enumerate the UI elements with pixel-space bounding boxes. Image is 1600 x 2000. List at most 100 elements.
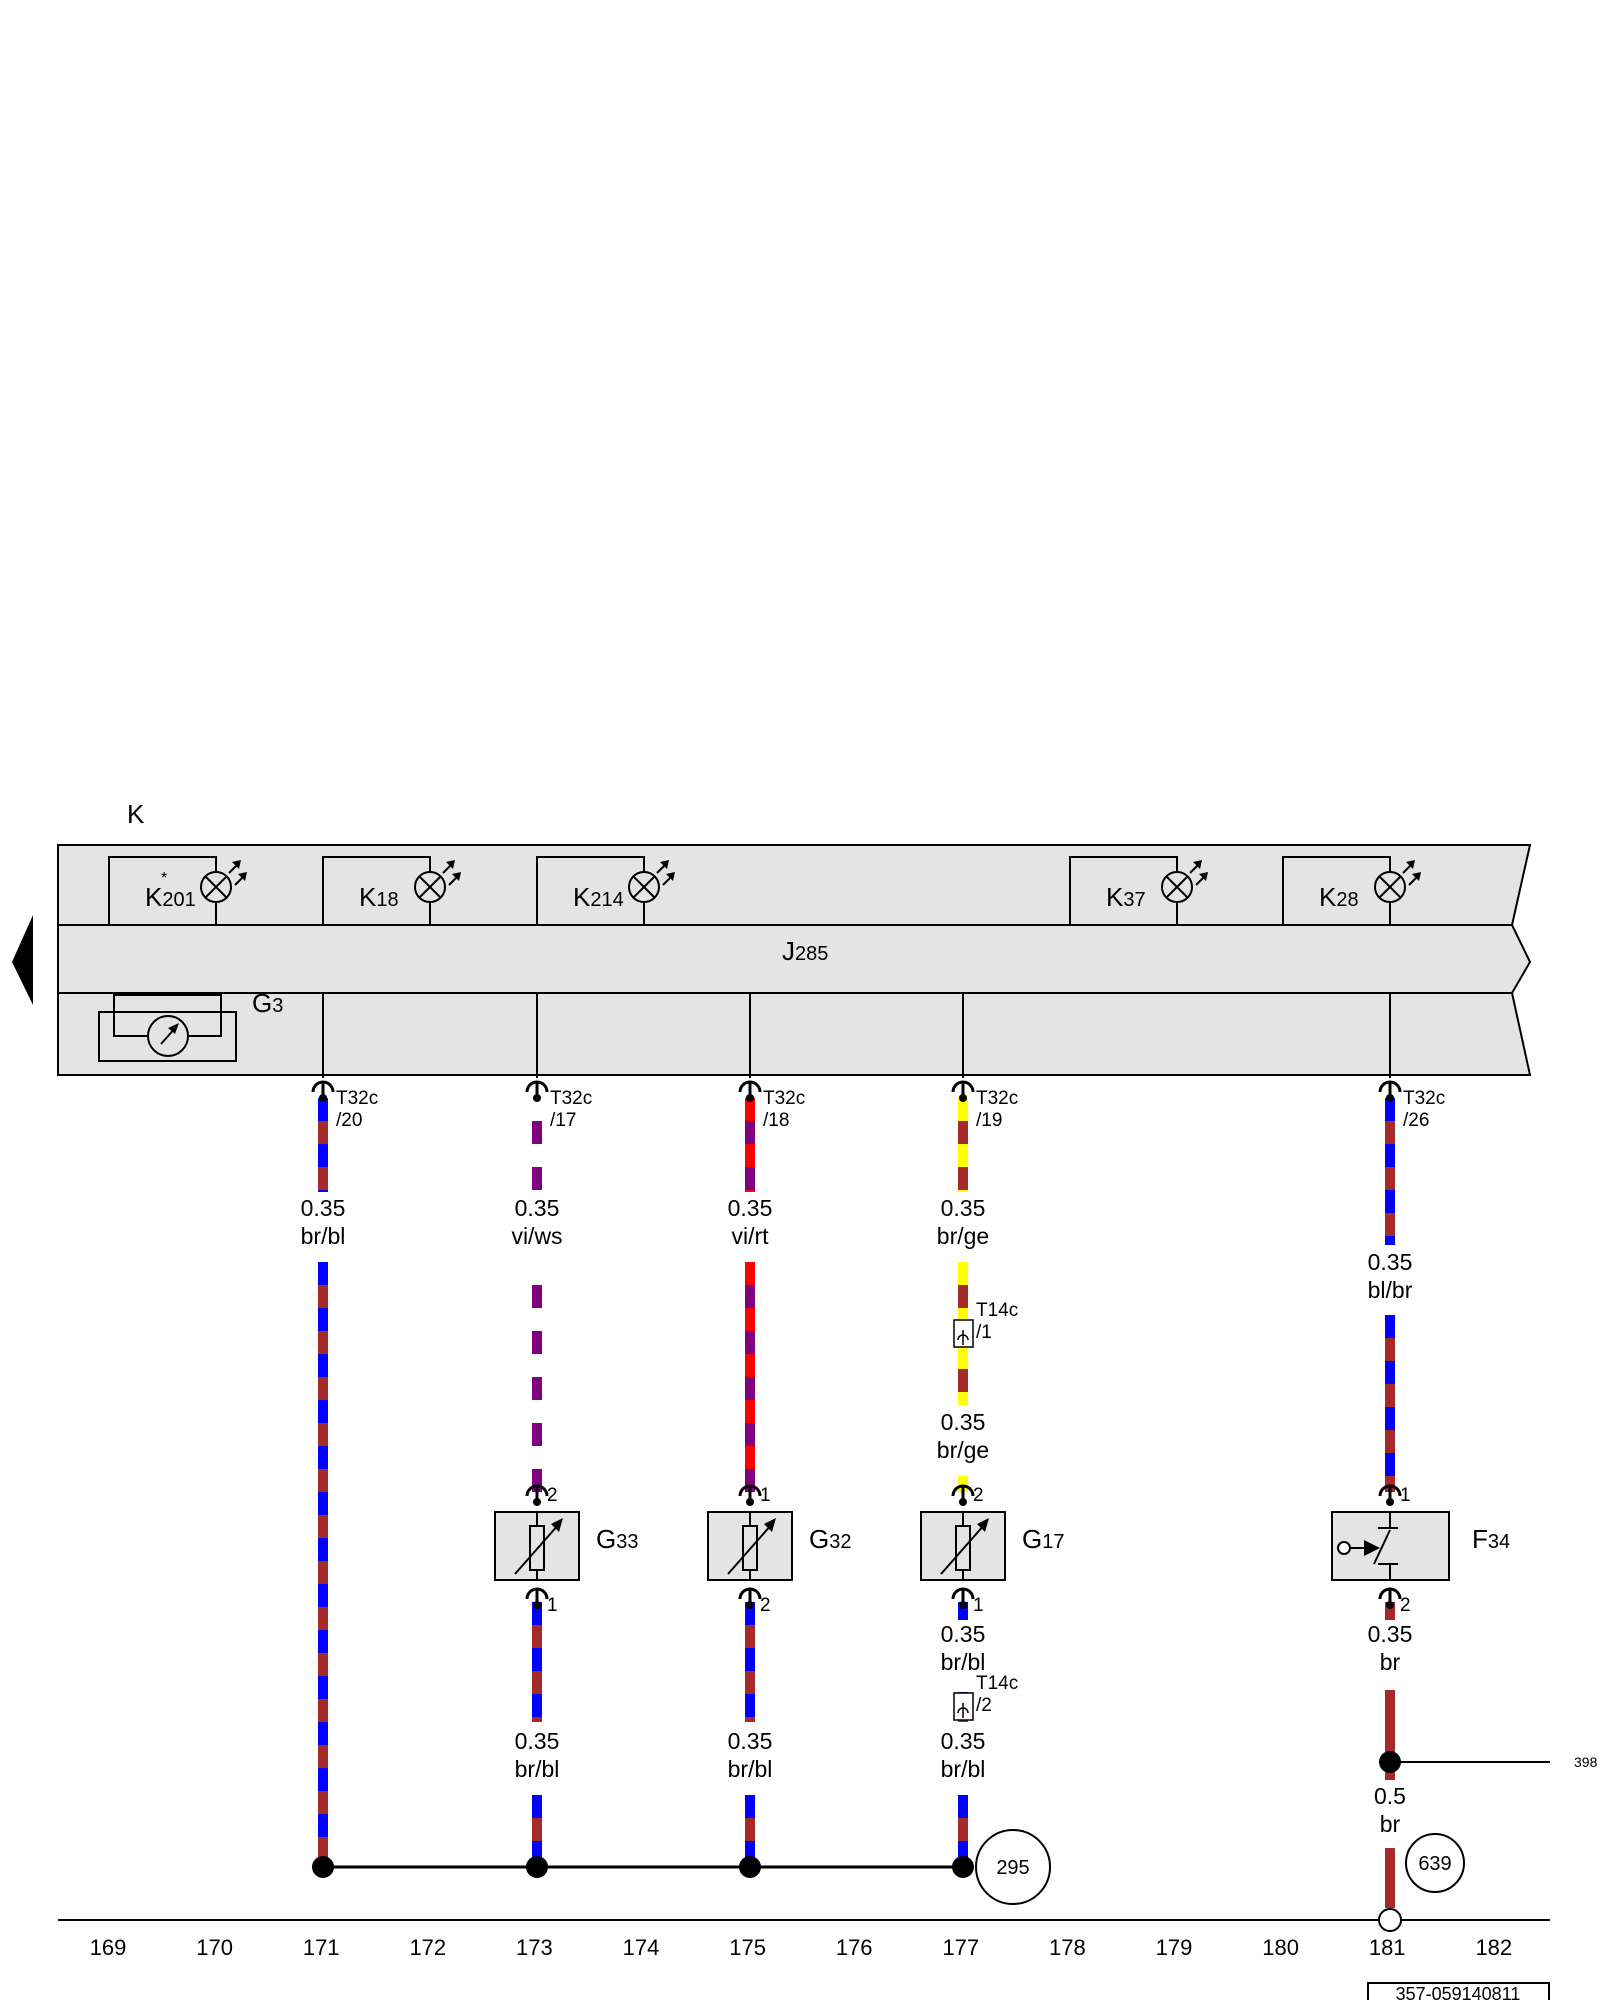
- ruler-tick-label: 171: [303, 1935, 340, 1960]
- fuel-gauge: [98, 994, 237, 1062]
- connector-t14c-2: T14c/2: [976, 1673, 1018, 1716]
- sensor-label: G32: [809, 1524, 851, 1554]
- pin-terminal-icon: [951, 1080, 975, 1102]
- sensor-pin-bottom: 1: [547, 1595, 558, 1616]
- warning-lamp-k18: K18: [322, 856, 461, 925]
- pin-terminal-icon: [525, 1587, 549, 1609]
- warning-lamp-label: K214: [573, 882, 624, 912]
- warning-lamp-k214: K214: [536, 856, 675, 925]
- ruler-tick-label: 178: [1049, 1935, 1086, 1960]
- control-unit-index: 285: [795, 943, 828, 965]
- switch-pin-top: 1: [1400, 1485, 1411, 1506]
- sensor-pin-bottom: 1: [973, 1595, 984, 1616]
- ruler-tick-label: 179: [1156, 1935, 1193, 1960]
- warning-lamp-label: K201: [145, 882, 196, 912]
- switch-label: F34: [1472, 1524, 1510, 1554]
- ruler-tick-label: 181: [1369, 1935, 1406, 1960]
- ruler-tick-label: 169: [90, 1935, 127, 1960]
- ruler-tick-label: 174: [623, 1935, 660, 1960]
- control-unit-label: J285: [782, 936, 828, 966]
- warning-lamp-k28: K28: [1282, 856, 1421, 925]
- document-id-box: [1367, 1982, 1550, 2000]
- ruler-tick-label: 173: [516, 1935, 553, 1960]
- connector-t32c-20: T32c/20: [336, 1088, 378, 1131]
- warning-lamp-k201: K201*: [108, 856, 247, 925]
- ruler-tick-label: 182: [1475, 1935, 1512, 1960]
- pin-terminal-icon: [1378, 1080, 1402, 1102]
- warning-lamp-label: K28: [1319, 882, 1359, 912]
- gauge-index: 3: [272, 995, 283, 1017]
- sensor-pin-top: 1: [760, 1485, 771, 1506]
- warning-lamp-label: K18: [359, 882, 399, 912]
- ruler-tick-label: 180: [1262, 1935, 1299, 1960]
- internal-feed-lines: [322, 993, 1391, 1078]
- ground-point-label: 295: [996, 1857, 1029, 1879]
- pin-terminal-icon: [311, 1080, 335, 1102]
- connector-t14c-1: T14c/1: [976, 1300, 1018, 1343]
- module-label: K: [127, 799, 145, 829]
- connector-t32c-18: T32c/18: [763, 1088, 805, 1131]
- ground-point-circle: [1405, 1833, 1465, 1893]
- sensor-pin-bottom: 2: [760, 1595, 771, 1616]
- pin-terminal-icon: [525, 1080, 549, 1102]
- sensor-g33: G33 2 1: [494, 1485, 638, 1616]
- pin-terminal-icon: [951, 1484, 975, 1506]
- control-unit-prefix: J: [782, 936, 795, 966]
- switch-pin-bottom: 2: [1400, 1595, 1411, 1616]
- connector-t32c-26: T32c/26: [1403, 1088, 1445, 1131]
- pin-terminal-icon: [1378, 1587, 1402, 1609]
- pin-terminal-icon: [951, 1587, 975, 1609]
- oil-pressure-switch: [1331, 1511, 1450, 1581]
- optional-marker: *: [161, 870, 167, 887]
- wires: [318, 1098, 1395, 1908]
- ruler-tick-label: 177: [942, 1935, 979, 1960]
- ruler-tick-label: 175: [729, 1935, 766, 1960]
- connector-t32c-19: T32c/19: [976, 1088, 1018, 1131]
- warning-lamp-k37: K37: [1069, 856, 1208, 925]
- connector-t32c-17: T32c/17: [550, 1088, 592, 1131]
- sensor-pin-top: 2: [547, 1485, 558, 1506]
- sensor-pin-top: 2: [973, 1485, 984, 1506]
- warning-lamp-label: K37: [1106, 882, 1146, 912]
- cross-reference-label: 398: [1574, 1754, 1598, 1770]
- sensor-g32: G32 1 2: [707, 1485, 851, 1616]
- warning-lamps: K201* K18 K214 K37 K28: [108, 856, 1421, 925]
- junction-dots: [312, 1751, 1401, 1878]
- continuation-arrow-icon: [12, 915, 33, 1005]
- document-id: 357-059140811: [1396, 1984, 1521, 2000]
- connector-labels: T32c/20 T32c/17 T32c/18 T32c/19 T32c/26 …: [336, 1088, 1445, 1716]
- ground-point-circle: [975, 1829, 1051, 1905]
- inline-connector-icons: [953, 1319, 974, 1721]
- pin-terminal-icon: [1378, 1484, 1402, 1506]
- pin-terminal-icon: [525, 1484, 549, 1506]
- sensor-g17: G17 2 1: [920, 1485, 1064, 1616]
- ruler-tick-label: 170: [196, 1935, 233, 1960]
- ground-point-label: 639: [1418, 1853, 1451, 1875]
- gauge-prefix: G: [252, 988, 272, 1018]
- pin-terminal-icon: [738, 1587, 762, 1609]
- sensor-label: G33: [596, 1524, 638, 1554]
- pin-terminal-icon: [738, 1484, 762, 1506]
- instrument-cluster-panel: [57, 844, 1532, 1076]
- ground-terminal: [1378, 1908, 1402, 1932]
- sensor-label: G17: [1022, 1524, 1064, 1554]
- connector-pins: [311, 1080, 1402, 1609]
- pin-terminal-icon: [738, 1080, 762, 1102]
- gauge-label: G3: [252, 988, 283, 1018]
- ruler-tick-label: 176: [836, 1935, 873, 1960]
